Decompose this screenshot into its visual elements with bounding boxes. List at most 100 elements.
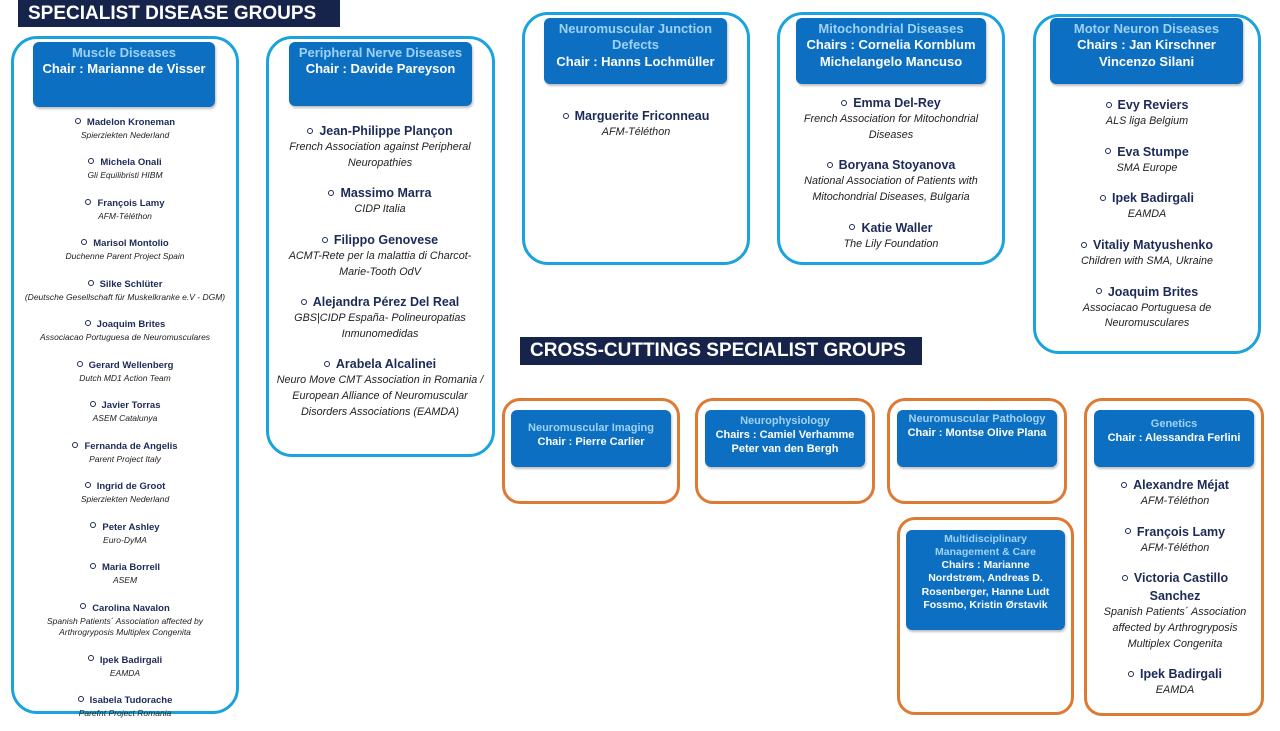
member-organization: French Association against Peripheral Ne… [289,141,471,169]
member-organization: Parent Project Italy [89,453,161,464]
group-chair: Chair : Alessandra Ferlini [1107,431,1241,444]
group-title: Peripheral Nerve Diseases [298,45,463,60]
bullet-icon [328,190,335,197]
bullet-icon [1124,528,1131,535]
bullet-icon [76,360,83,367]
peripheral-nerve-diseases-header: Peripheral Nerve Diseases Chair : Davide… [289,42,472,106]
member-name: Ipek Badirgali [1140,667,1222,682]
member-name: Marguerite Friconneau [574,109,710,123]
member-name: Michela Onali [100,157,162,169]
bullet-icon [80,603,87,610]
bullet-icon [89,401,96,408]
member-name: Arabela Alcalinei [335,357,437,372]
member-organization: Neuro Move CMT Association in Romania / … [276,374,484,418]
member-organization: French Association for Mitochondrial Dis… [803,113,979,141]
member-name: Ipek Badirgali [99,654,163,666]
bullet-icon [562,112,569,119]
member-name: Eva Stumpe [1117,144,1189,159]
member-name: Emma Del-Rey [853,96,941,110]
member-name: Alejandra Pérez Del Real [312,295,460,310]
bullet-icon [321,236,328,243]
bullet-icon [323,361,330,368]
cross-cutting-groups-banner: CROSS-CUTTINGS SPECIALIST GROUPS [520,337,922,365]
member-name: François Lamy [1136,524,1226,539]
member-organization: Associacao Portuguesa de Neuromusculares [1082,301,1212,330]
group-chair: Chairs : Cornelia Kornblum Michelangelo … [806,37,976,69]
member-organization: Parefnt Project Romania [78,708,172,719]
member-name: Ingrid de Groot [96,481,166,493]
member-name: Boryana Stoyanova [838,158,956,173]
member-name: Fernanda de Angelis [84,440,178,452]
bullet-icon [84,320,91,327]
specialist-groups-banner: SPECIALIST DISEASE GROUPS [18,0,340,27]
bullet-icon [1128,670,1134,677]
group-title: Neurophysiology [740,415,830,427]
neuromuscular-pathology-header: Neuromuscular Pathology Chair : Montse O… [897,410,1057,467]
member-name: Evy Reviers [1117,98,1189,112]
bullet-icon [1121,575,1128,582]
bullet-icon [81,239,88,246]
member-organization: AFM-Téléthon [1140,541,1210,554]
group-title: Genetics [1150,418,1198,430]
member-name: Joaquim Brites [1107,284,1199,299]
member-organization: The Lily Foundation [843,237,939,250]
bullet-icon [300,298,307,305]
group-title: Neuromuscular Pathology [908,413,1046,425]
multidisciplinary-care-header: Multidisciplinary Management & Care Chai… [906,530,1065,630]
member-item: Silke Schlüter(Deutsche Gesellschaft für… [20,274,230,303]
member-organization: EAMDA [109,667,141,678]
member-organization: Spierziekten Nederland [80,494,170,505]
genetics-header: Genetics Chair : Alessandra Ferlini [1094,410,1254,467]
bullet-icon [1100,195,1106,202]
member-name: Filippo Genovese [333,232,439,247]
member-organization: AFM-Téléthon [601,126,671,138]
bullet-icon [841,99,848,106]
bullet-icon [307,127,314,134]
bullet-icon [77,695,84,702]
bullet-icon [74,117,81,124]
member-name: François Lamy [97,197,165,209]
bullet-icon [87,655,94,662]
member-organization: ASEM [112,575,138,586]
bullet-icon [1105,101,1112,108]
group-chair: Chair : Davide Pareyson [305,61,456,77]
member-organization: Spanish Patients´ Association affected b… [1103,606,1247,650]
member-organization: Dutch MD1 Action Team [79,372,171,383]
neuromuscular-junction-header: Neuromuscular Junction Defects Chair : H… [544,18,727,84]
member-name: Victoria Castillo Sanchez [1133,571,1229,604]
group-title: Motor Neuron Diseases [1073,21,1220,36]
bullet-icon [826,162,833,169]
member-organization: SMA Europe [1116,161,1178,174]
member-organization: Spanish Patients´ Association affected b… [46,615,204,638]
member-organization: Associacao Portuguesa de Neuromusculares [39,332,211,343]
member-name: Alexandre Méjat [1133,478,1229,492]
member-name: Ipek Badirgali [1112,191,1194,206]
bullet-icon [87,279,94,286]
bullet-icon [1105,148,1112,155]
neuromuscular-imaging-header: Neuromuscular Imaging Chair : Pierre Car… [511,410,671,467]
member-name: Maria Borrell [101,562,161,574]
member-name: Carolina Navalon [92,602,170,614]
member-name: Katie Waller [861,220,933,235]
group-title: Neuromuscular Imaging [528,422,654,434]
member-organization: Gli Equilibristi HIBM [87,170,163,181]
peripheral-nerve-diseases-group [266,36,495,457]
member-name: Marisol Montolio [93,238,169,250]
member-organization: Euro-DyMA [103,534,147,545]
